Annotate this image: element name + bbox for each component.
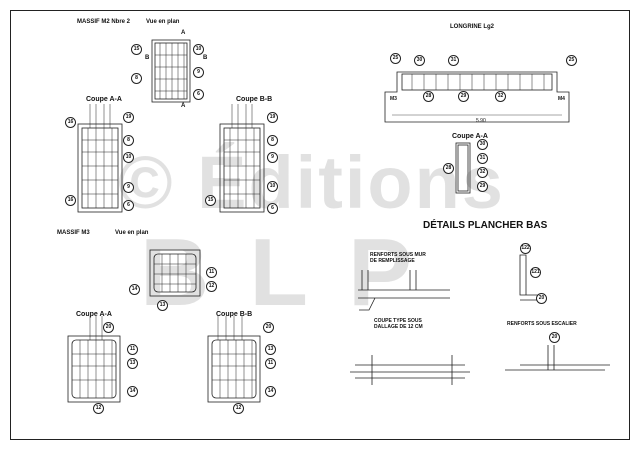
rebar-mark-bubble: 20 xyxy=(549,332,560,343)
m2-title: MASSIF M2 Nbre 2 xyxy=(77,19,131,25)
m3-plan-view xyxy=(149,249,201,297)
plancher-details xyxy=(350,254,610,385)
rebar-mark-bubble: 12 xyxy=(233,403,244,414)
m3-plan-title: Vue en plan xyxy=(115,230,149,236)
watermark-line1: © Éditions xyxy=(118,141,505,224)
m3-aa-title: Coupe A-A xyxy=(76,311,112,318)
rebar-mark-bubble: 12 xyxy=(206,281,217,292)
support-right: M4 xyxy=(558,96,565,102)
rebar-mark-bubble: 9 xyxy=(193,67,204,78)
m2-aa-title: Coupe A-A xyxy=(86,96,122,103)
rebar-mark-bubble: 20 xyxy=(536,293,547,304)
m2-plan-view xyxy=(151,39,191,103)
m2-bb-title: Coupe B-B xyxy=(236,96,273,103)
rebar-mark-bubble: 16 xyxy=(65,195,76,206)
rebar-mark-bubble: 31 xyxy=(477,153,488,164)
rebar-mark-bubble: 29 xyxy=(458,91,469,102)
rebar-mark-bubble: 25 xyxy=(566,55,577,66)
rebar-mark-bubble: 6 xyxy=(267,203,278,214)
rebar-mark-bubble: 14 xyxy=(265,386,276,397)
rebar-mark-bubble: 9 xyxy=(123,182,134,193)
section-mark-a: A xyxy=(181,30,186,36)
rebar-mark-bubble: 15 xyxy=(205,195,216,206)
rebar-mark-bubble: 20 xyxy=(263,322,274,333)
rebar-mark-bubble: 13 xyxy=(157,300,168,311)
renforts-mur-title: RENFORTS SOUS MUR DE REMPLISSAGE xyxy=(370,252,426,264)
rebar-mark-bubble: 14 xyxy=(129,284,140,295)
rebar-mark-bubble: 8 xyxy=(123,135,134,146)
rebar-mark-bubble: 9 xyxy=(267,152,278,163)
rebar-mark-bubble: 6 xyxy=(193,89,204,100)
rebar-mark-bubble: 13 xyxy=(127,358,138,369)
rebar-mark-bubble: 6 xyxy=(123,200,134,211)
coupe-dallage-title: COUPE TYPE SOUS DALLAGE DE 12 CM xyxy=(374,318,423,330)
rebar-mark-bubble: 19 xyxy=(267,112,278,123)
rebar-mark-bubble: 10 xyxy=(267,181,278,192)
m2-section-bb xyxy=(219,104,265,213)
longrine-title: LONGRINE Lg2 xyxy=(450,24,495,30)
rebar-mark-bubble: 13 xyxy=(265,344,276,355)
section-mark-a: A xyxy=(181,103,186,109)
rebar-mark-bubble: 25 xyxy=(390,53,401,64)
rebar-mark-bubble: 20 xyxy=(103,322,114,333)
rebar-mark-bubble: 30 xyxy=(477,139,488,150)
longrine-section xyxy=(455,142,471,194)
rebar-mark-bubble: 10 xyxy=(123,152,134,163)
section-mark-b: B xyxy=(145,55,150,61)
rebar-mark-bubble: 16 xyxy=(65,117,76,128)
rebar-mark-bubble: 12 xyxy=(93,403,104,414)
m3-bb-title: Coupe B-B xyxy=(216,311,253,318)
rebar-mark-bubble: 32 xyxy=(495,91,506,102)
rebar-mark-bubble: 11 xyxy=(206,267,217,278)
rebar-mark-bubble: 11 xyxy=(265,358,276,369)
rebar-mark-bubble: 8 xyxy=(131,73,142,84)
rebar-mark-bubble: 121 xyxy=(530,267,541,278)
rebar-mark-bubble: 28 xyxy=(423,91,434,102)
longrine-total-length: 5.90 xyxy=(476,118,486,124)
rebar-mark-bubble: 15 xyxy=(131,44,142,55)
rebar-mark-bubble: 19 xyxy=(123,112,134,123)
support-left: M3 xyxy=(390,96,397,102)
m3-title: MASSIF M3 xyxy=(57,230,90,236)
renforts-escalier-title: RENFORTS SOUS ESCALIER xyxy=(507,321,577,327)
longrine-aa-title: Coupe A-A xyxy=(452,133,488,140)
m3-section-bb xyxy=(207,316,261,403)
rebar-mark-bubble: 122 xyxy=(520,243,531,254)
rebar-mark-bubble: 8 xyxy=(267,135,278,146)
rebar-mark-bubble: 11 xyxy=(127,344,138,355)
watermark-line2: BLP xyxy=(140,219,452,326)
m2-plan-title: Vue en plan xyxy=(146,19,180,25)
section-mark-b: B xyxy=(203,55,208,61)
sheet-border xyxy=(10,10,630,440)
m2-section-aa xyxy=(77,104,123,213)
longrine-elevation xyxy=(384,71,570,123)
rebar-mark-bubble: 14 xyxy=(127,386,138,397)
rebar-mark-bubble: 10 xyxy=(193,44,204,55)
rebar-mark-bubble: 31 xyxy=(448,55,459,66)
details-title: DÉTAILS PLANCHER BAS xyxy=(423,220,548,231)
rebar-mark-bubble: 29 xyxy=(477,181,488,192)
rebar-mark-bubble: 32 xyxy=(477,167,488,178)
m3-section-aa xyxy=(67,316,121,403)
rebar-mark-bubble: 30 xyxy=(414,55,425,66)
rebar-mark-bubble: 28 xyxy=(443,163,454,174)
